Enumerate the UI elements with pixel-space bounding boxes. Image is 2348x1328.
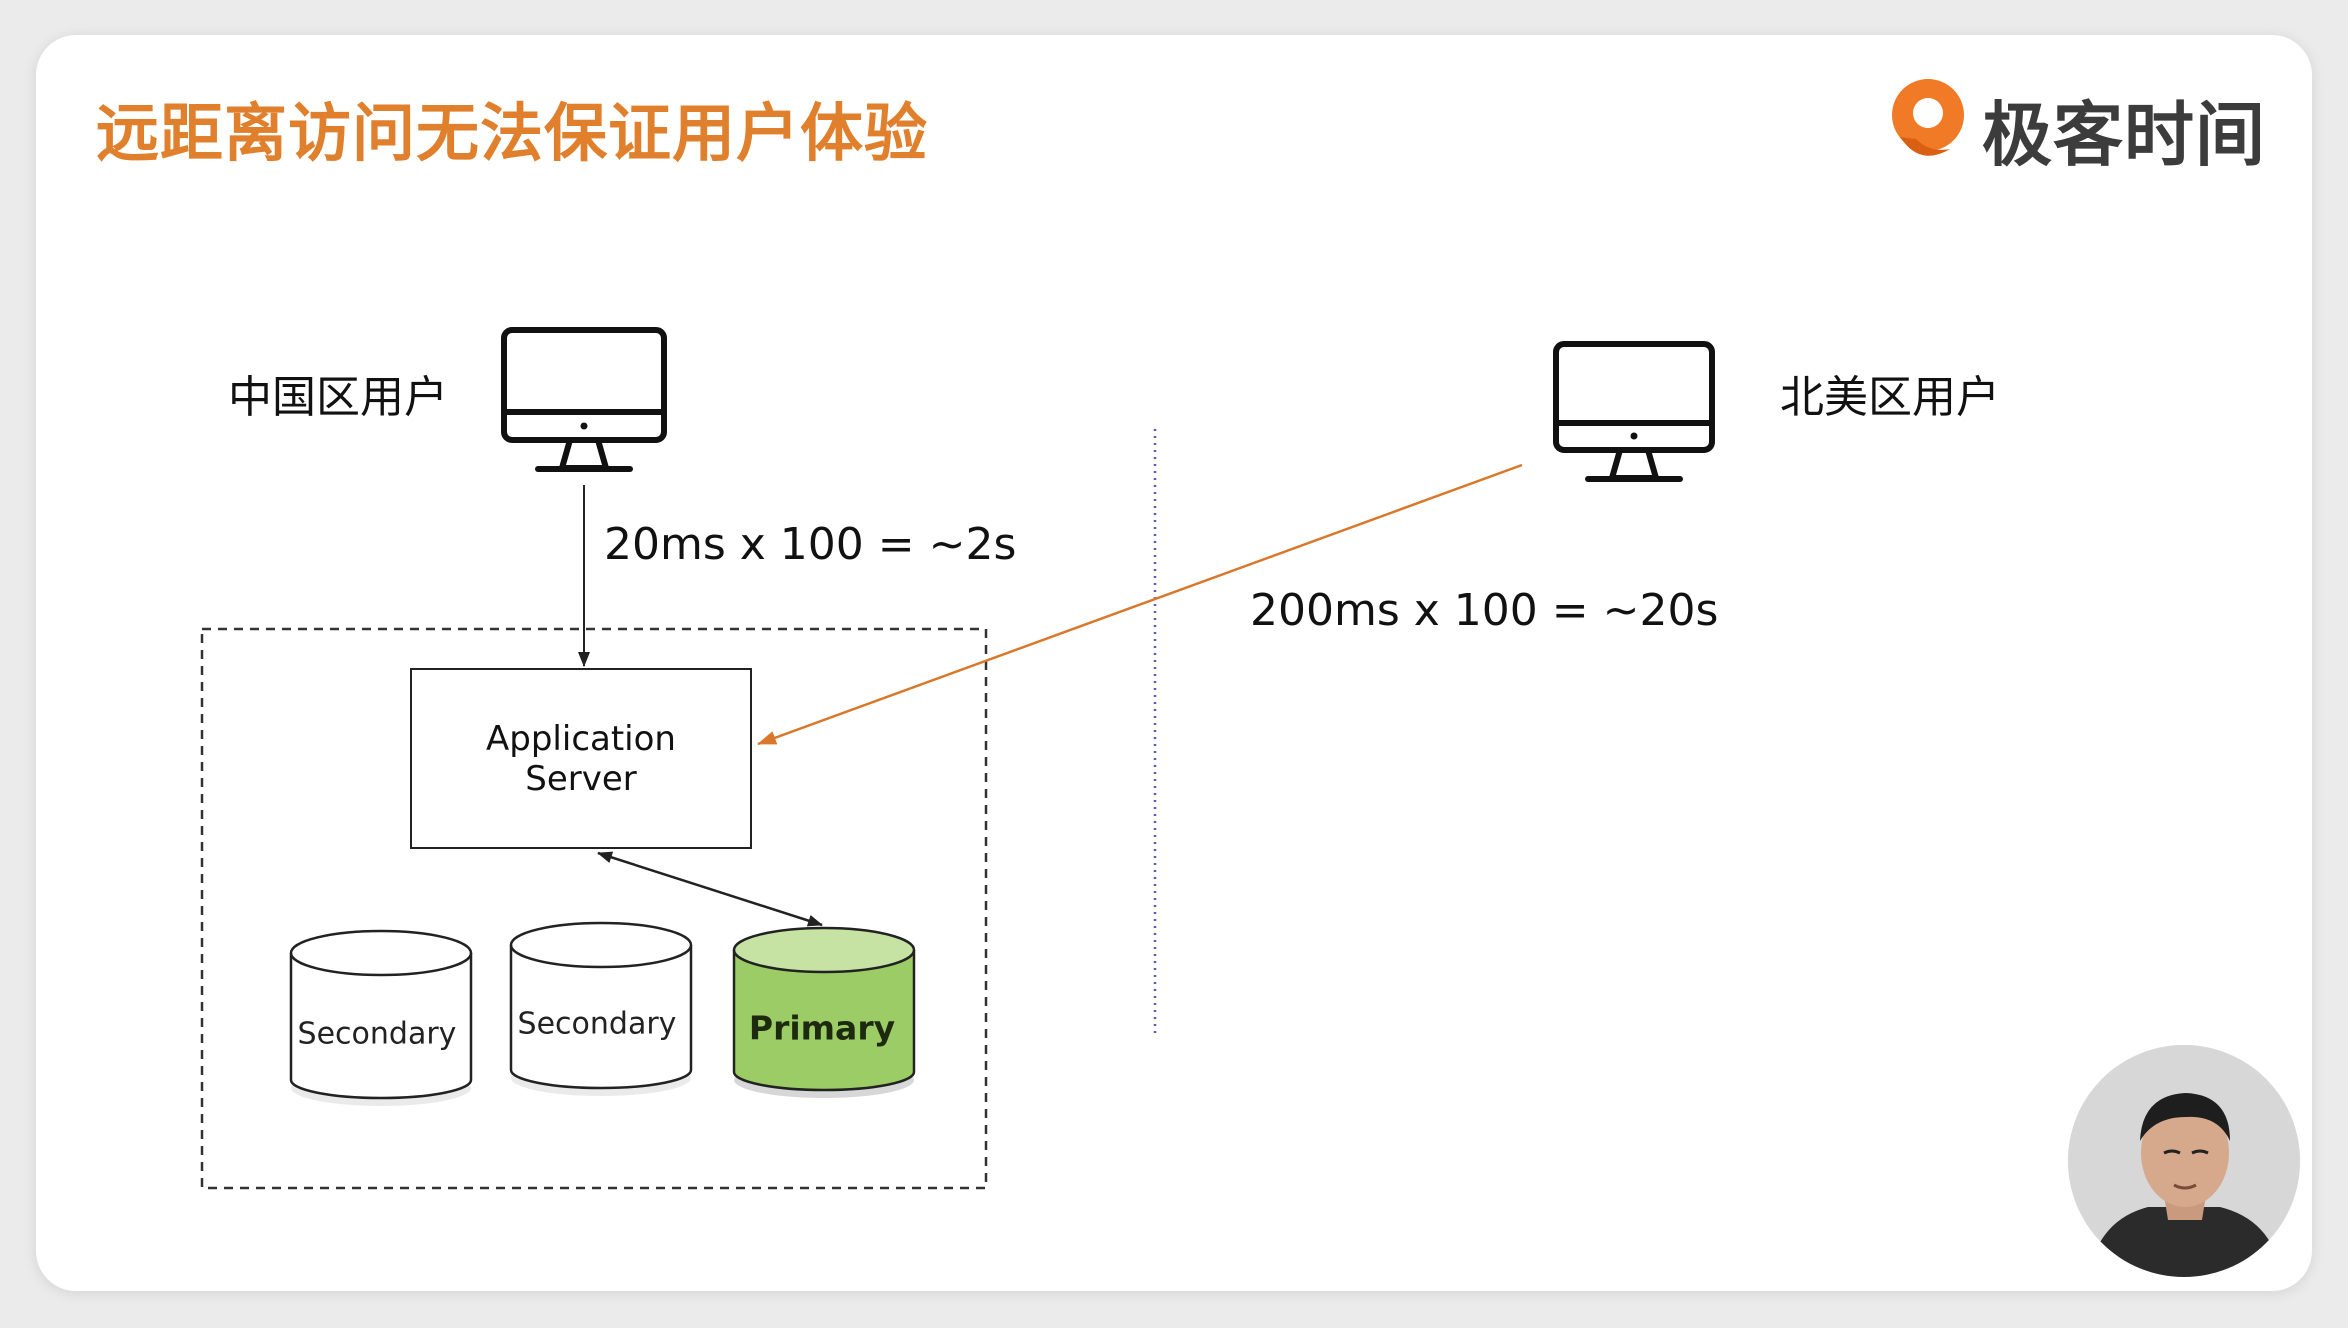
china-latency-label: 20ms x 100 = ~2s — [604, 519, 1017, 570]
secondary-db-2 — [509, 921, 693, 1096]
application-server-box: Application Server — [410, 668, 752, 849]
primary-db — [732, 926, 916, 1098]
db-connection-arrow — [597, 851, 823, 927]
secondary-db-1-label: Secondary — [297, 1016, 457, 1052]
app-server-label-line2: Server — [525, 758, 637, 799]
china-monitor-icon — [501, 327, 667, 472]
brand-name: 极客时间 — [1982, 94, 2266, 176]
secondary-db-2-label: Secondary — [517, 1006, 677, 1042]
diagram-canvas — [200, 327, 1715, 1190]
secondary-db-1 — [289, 929, 473, 1106]
north-america-region-label: 北美区用户 — [1780, 372, 2000, 423]
remote-request-arrow — [757, 463, 1523, 746]
north-america-latency-label: 200ms x 100 = ~20s — [1250, 585, 1719, 636]
north-america-monitor-icon — [1553, 341, 1715, 482]
slide: 远距离访问无法保证用户体验 极客时间 — [36, 35, 2312, 1291]
geektime-logo-icon — [1892, 79, 1964, 156]
presenter-avatar — [2068, 1045, 2300, 1277]
china-region-label: 中国区用户 — [228, 372, 448, 423]
datacenter-boundary — [200, 627, 988, 1190]
primary-db-label: Primary — [748, 1008, 896, 1048]
slide-title: 远距离访问无法保证用户体验 — [96, 97, 928, 170]
presenter-video — [2068, 1045, 2300, 1277]
app-server-label-line1: Application — [486, 718, 676, 759]
